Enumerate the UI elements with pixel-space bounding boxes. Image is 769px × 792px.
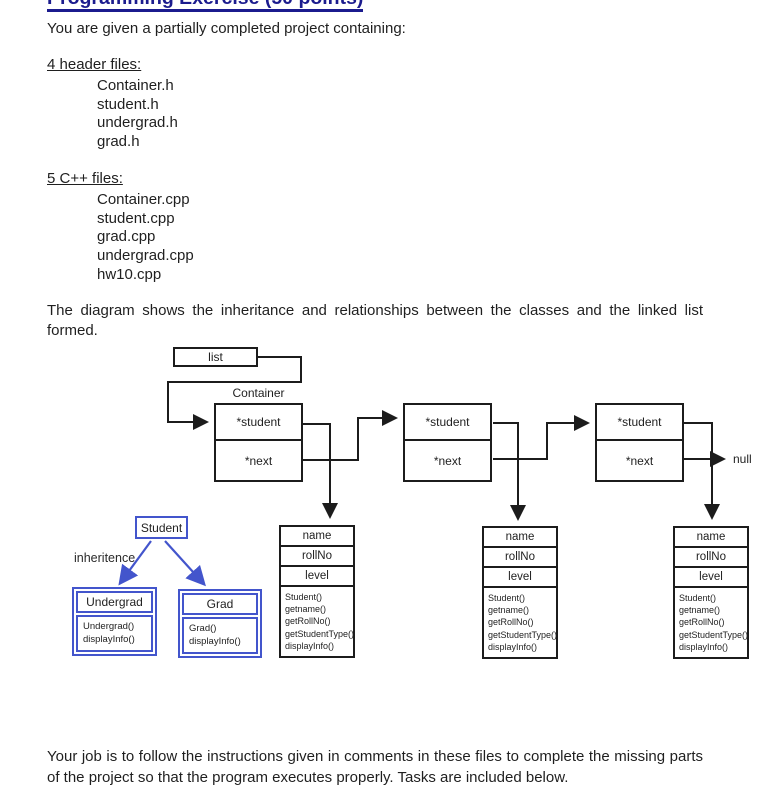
- pointer-node1-next: [303, 410, 398, 461]
- closing-text: Your job is to follow the instructions g…: [47, 748, 703, 786]
- node-student-field: *student: [216, 405, 301, 441]
- student-object-box: name rollNo level Student() getname() ge…: [673, 526, 749, 660]
- linked-list-node: *student *next: [595, 403, 684, 482]
- class-method: displayInfo(): [83, 633, 135, 645]
- class-title: Grad: [182, 593, 258, 615]
- class-methods: Undergrad() displayInfo(): [76, 615, 153, 652]
- header-files-list: Container.h student.h undergrad.h grad.h: [97, 77, 178, 152]
- node-student-field: *student: [405, 405, 490, 441]
- method-line: Student(): [679, 593, 717, 603]
- file-item: hw10.cpp: [97, 265, 162, 283]
- method-line: getStudentType(): [679, 629, 749, 640]
- method-line: Student(): [285, 592, 323, 602]
- field-rollno: rollNo: [484, 548, 556, 568]
- node-student-field: *student: [597, 405, 682, 441]
- class-methods: Grad() displayInfo(): [182, 617, 258, 654]
- object-methods: Student() getname() getRollNo() getStude…: [484, 588, 558, 657]
- node-next-field: *next: [244, 453, 273, 468]
- undergrad-class-box: Undergrad Undergrad() displayInfo(): [72, 587, 157, 656]
- method-line: getRollNo(): [488, 617, 534, 628]
- pointer-node3-student: [683, 422, 720, 520]
- method-line: getRollNo(): [285, 616, 331, 627]
- node-next-field: *next: [433, 453, 462, 468]
- method-line: getStudentType(): [285, 628, 355, 639]
- class-method: Undergrad(): [83, 621, 135, 632]
- container-class-label: Container: [232, 386, 285, 400]
- method-line: getname(): [679, 605, 721, 616]
- class-title: Student: [140, 520, 183, 535]
- field-name: name: [281, 527, 353, 547]
- file-item: Container.cpp: [97, 191, 190, 208]
- list-pointer-box: list: [173, 347, 258, 367]
- method-line: displayInfo(): [679, 641, 729, 652]
- intro-text: You are given a partially completed proj…: [47, 20, 406, 37]
- method-line: getname(): [285, 604, 327, 615]
- page-title: Programming Exercise (50 points): [47, 0, 364, 12]
- inheritance-label: inheritence: [74, 551, 136, 565]
- field-rollno: rollNo: [675, 548, 747, 568]
- file-item: undergrad.h: [97, 114, 178, 132]
- inheritance-arrow-grad: [164, 540, 206, 587]
- file-item: Container.h: [97, 77, 174, 94]
- class-title: Undergrad: [76, 591, 153, 613]
- field-level: level: [484, 568, 556, 588]
- object-methods: Student() getname() getRollNo() getStude…: [281, 587, 355, 656]
- null-label: null: [733, 452, 752, 466]
- student-class-box: Student: [135, 516, 188, 539]
- class-method: Grad(): [189, 623, 217, 634]
- method-line: Student(): [488, 593, 526, 603]
- class-method: displayInfo(): [189, 635, 241, 647]
- field-level: level: [675, 568, 747, 588]
- field-level: level: [281, 567, 353, 587]
- cpp-files-list: Container.cpp student.cpp grad.cpp under…: [97, 191, 194, 285]
- grad-class-box: Grad Grad() displayInfo(): [178, 589, 262, 658]
- method-line: getname(): [488, 605, 530, 616]
- field-name: name: [484, 528, 556, 548]
- cpp-files-heading: 5 C++ files:: [47, 170, 123, 187]
- header-files-heading: 4 header files:: [47, 56, 142, 73]
- file-item: grad.cpp: [97, 228, 156, 246]
- pointer-node1-student: [303, 423, 338, 519]
- file-item: undergrad.cpp: [97, 247, 194, 265]
- linked-list-node: *student *next: [214, 403, 303, 482]
- field-rollno: rollNo: [281, 547, 353, 567]
- object-methods: Student() getname() getRollNo() getStude…: [675, 588, 749, 657]
- diagram-intro-text: The diagram shows the inheritance and re…: [47, 302, 703, 339]
- method-line: displayInfo(): [285, 640, 335, 651]
- field-name: name: [675, 528, 747, 548]
- method-line: getStudentType(): [488, 629, 558, 640]
- node-next-field: *next: [625, 453, 654, 468]
- file-item: student.h: [97, 95, 159, 113]
- pointer-node2-next: [493, 415, 590, 460]
- student-object-box: name rollNo level Student() getname() ge…: [482, 526, 558, 660]
- method-line: displayInfo(): [488, 641, 538, 652]
- linked-list-node: *student *next: [403, 403, 492, 482]
- list-label: list: [208, 350, 223, 364]
- student-object-box: name rollNo level Student() getname() ge…: [279, 525, 355, 659]
- method-line: getRollNo(): [679, 617, 725, 628]
- file-item: grad.h: [97, 133, 140, 151]
- pointer-node2-student: [493, 422, 526, 521]
- file-item: student.cpp: [97, 209, 175, 227]
